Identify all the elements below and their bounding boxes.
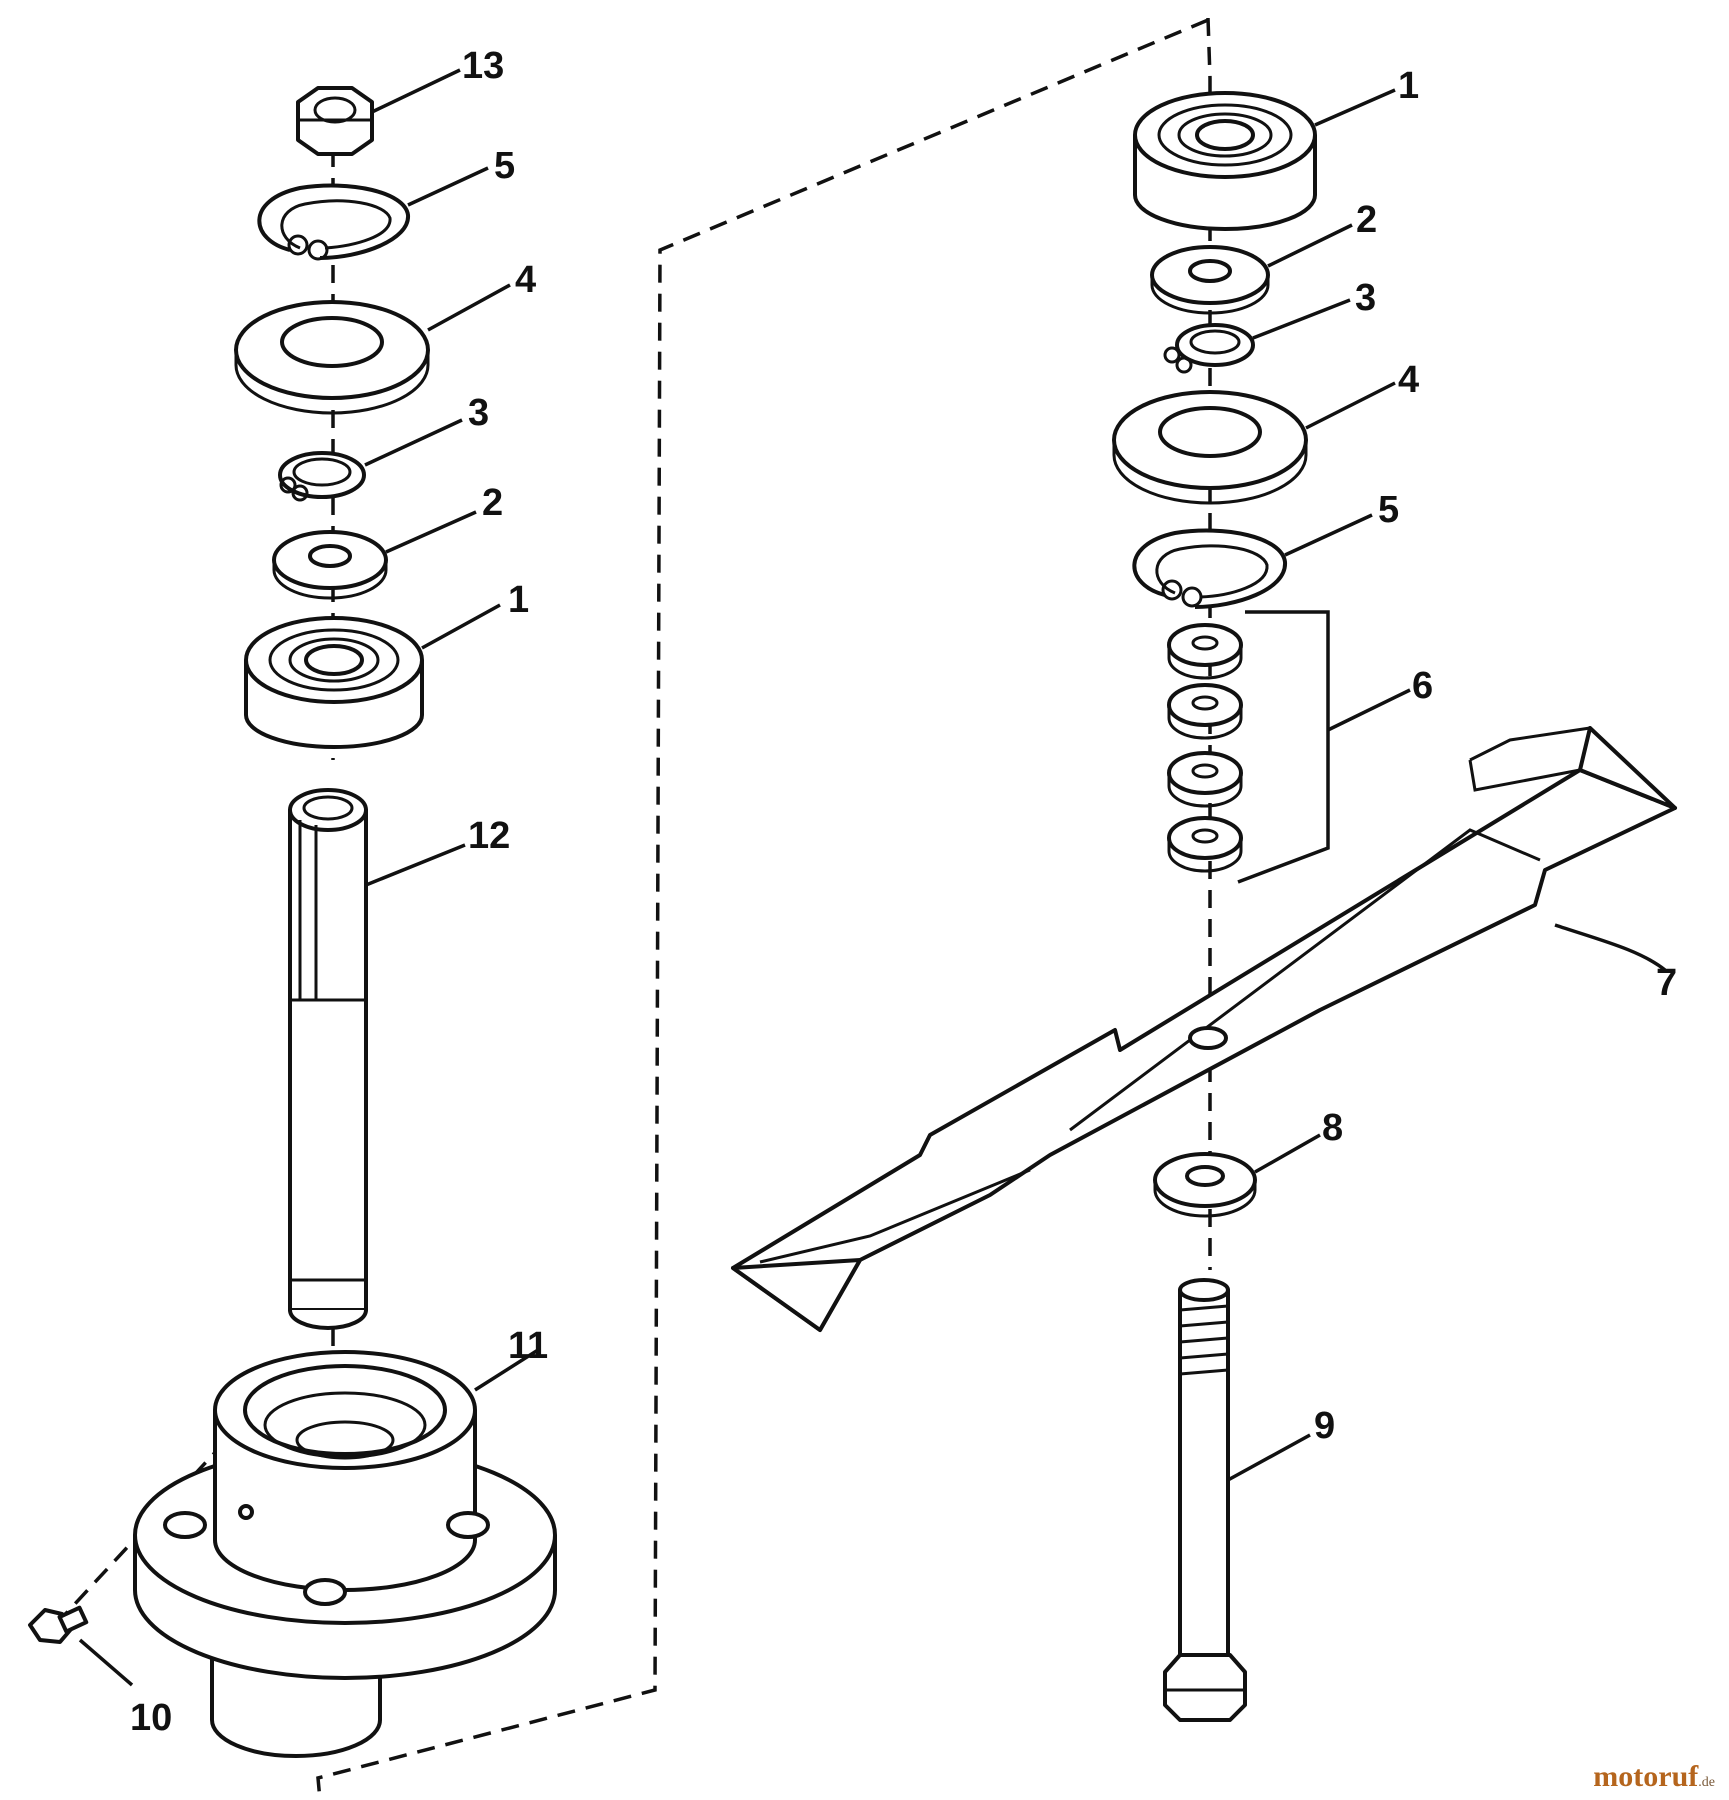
blade-bolt <box>1163 1278 1247 1722</box>
mower-blade <box>731 726 1677 1332</box>
blade-washer <box>1153 1152 1257 1218</box>
callout-right-1: 1 <box>1398 65 1419 107</box>
callout-left-1: 1 <box>508 579 529 621</box>
bearing-left <box>244 616 424 749</box>
watermark-name: motoruf <box>1593 1760 1699 1793</box>
small-snap-ring-left <box>278 451 366 502</box>
large-washer-left <box>234 300 430 415</box>
callout-right-7: 7 <box>1656 962 1677 1004</box>
watermark-tld: .de <box>1698 1775 1715 1790</box>
grease-fitting <box>28 1605 89 1644</box>
hex-nut <box>296 86 374 156</box>
callout-left-12: 12 <box>468 815 510 857</box>
callout-left-3: 3 <box>468 392 489 434</box>
callout-left-4: 4 <box>515 259 536 301</box>
leader-lines <box>78 68 1667 1687</box>
snap-ring-left <box>257 183 410 261</box>
small-washer-left <box>272 530 388 600</box>
site-watermark: motoruf.de <box>1593 1760 1715 1794</box>
callout-left-2: 2 <box>482 482 503 524</box>
large-washer-right <box>1112 390 1308 505</box>
callout-right-8: 8 <box>1322 1107 1343 1149</box>
callout-right-3: 3 <box>1355 277 1376 319</box>
callout-left-13: 13 <box>462 45 504 87</box>
spacer-washer-stack <box>1167 610 1330 884</box>
callout-right-4: 4 <box>1398 359 1419 401</box>
spindle-housing <box>133 1350 557 1758</box>
spindle-shaft <box>288 788 368 1330</box>
callout-left-10: 10 <box>130 1697 172 1739</box>
callout-right-2: 2 <box>1356 199 1377 241</box>
callout-left-5: 5 <box>494 145 515 187</box>
small-washer-right <box>1150 245 1270 315</box>
callout-right-9: 9 <box>1314 1405 1335 1447</box>
bearing-right <box>1133 91 1317 231</box>
callout-labels: 13 5 4 3 2 1 12 11 10 1 2 3 4 5 6 7 8 9 <box>130 45 1677 1739</box>
small-snap-ring-right <box>1163 323 1255 374</box>
callout-right-5: 5 <box>1378 489 1399 531</box>
snap-ring-right <box>1132 528 1288 609</box>
callout-right-6: 6 <box>1412 665 1433 707</box>
callout-left-11: 11 <box>508 1325 548 1367</box>
